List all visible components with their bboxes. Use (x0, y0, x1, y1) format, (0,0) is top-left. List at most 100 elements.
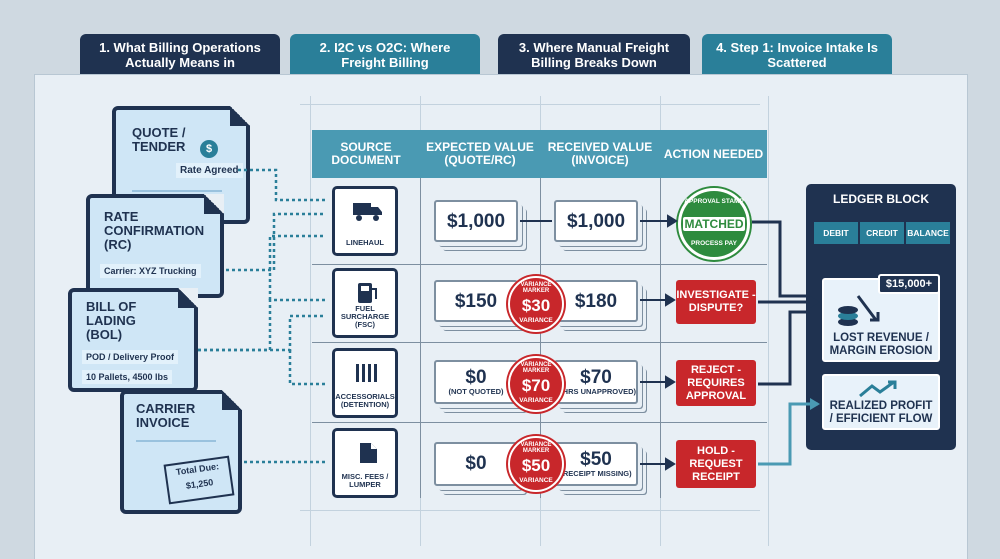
value-text: $1,000 (566, 211, 626, 232)
value-text: $180 (574, 291, 618, 312)
value-text: $0 (465, 453, 487, 474)
source-label: FUEL SURCHARGE (FSC) (340, 304, 390, 329)
variance-marker-fsc: VARIANCE MARKER $30 VARIANCE (508, 276, 564, 332)
pod-note: POD / Delivery Proof (82, 350, 179, 364)
grid-line (300, 510, 760, 511)
ledger-col-balance: BALANCE (906, 222, 950, 244)
col-text: DEBIT (823, 228, 849, 238)
expected-value-misc: $0 (434, 442, 518, 486)
connector-bol-fsc-2 (198, 314, 326, 352)
fuel-pump-icon (358, 283, 377, 303)
tab-label: 3. Where Manual Freight Billing Breaks D… (518, 40, 670, 70)
column-divider (660, 178, 661, 498)
col-text: BALANCE (907, 228, 949, 238)
doc-line (132, 190, 222, 192)
carrier-invoice-title: CARRIER INVOICE (136, 401, 196, 430)
action-text: INVESTIGATE - DISPUTE? (676, 289, 756, 314)
tab-i2c-vs-o2c[interactable]: 2. I2C vs O2C: Where Freight Billing (290, 34, 480, 80)
grid-line (768, 96, 769, 546)
connector-bol-accessorials (288, 350, 326, 386)
pallets-note: 10 Pallets, 4500 lbs (82, 370, 173, 384)
rate-confirmation-doc[interactable] (86, 194, 224, 298)
variance-amount: $50 (521, 456, 551, 475)
rate-confirmation-title: RATE CONFIRMATION (RC) (104, 209, 205, 252)
action-investigate[interactable]: INVESTIGATE - DISPUTE? (676, 280, 756, 324)
variance-label: VARIANCE (519, 317, 553, 324)
variance-amount: $30 (521, 296, 551, 315)
realized-profit-card: REALIZED PROFIT / EFFICIENT FLOW (822, 374, 940, 430)
received-value-misc: $50(RECEIPT MISSING) (554, 442, 638, 486)
variance-title: VARIANCE MARKER (520, 282, 552, 294)
value-text: $150 (454, 291, 498, 312)
arrowhead (665, 375, 676, 389)
expected-value-accessorials: $0(NOT QUOTED) (434, 360, 518, 404)
connector-bol-linehaul (268, 234, 326, 300)
header-text: SOURCE DOCUMENT (331, 140, 401, 167)
coins-down-icon (838, 295, 880, 326)
stamp-top-text: APPROVAL STAMP (684, 198, 744, 205)
connector-bol-fsc (198, 298, 326, 352)
lost-revenue-card: $15,000+ LOST REVENUE / MARGIN EROSION (822, 274, 940, 362)
action-text: HOLD - REQUEST RECEIPT (689, 444, 743, 483)
action-reject[interactable]: REJECT - REQUIRES APPROVAL (676, 360, 756, 406)
quote-tender-title: QUOTE / TENDER (132, 125, 186, 154)
value-note: (RECEIPT MISSING) (560, 469, 632, 478)
loss-label: LOST REVENUE / MARGIN EROSION (829, 332, 933, 357)
header-text: RECEIVED VALUE (INVOICE) (547, 140, 653, 167)
grid-line (300, 104, 760, 105)
source-label: MISC. FEES / LUMPER (341, 472, 389, 489)
tab-billing-operations[interactable]: 1. What Billing Operations Actually Mean… (80, 34, 280, 80)
action-hold[interactable]: HOLD - REQUEST RECEIPT (676, 440, 756, 488)
approval-stamp: APPROVAL STAMP MATCHED PROCESS PAY (678, 188, 750, 260)
value-text: $50 (580, 449, 612, 470)
ledger-title: LEDGER BLOCK (833, 192, 929, 206)
truck-icon (353, 203, 382, 221)
col-text: CREDIT (866, 228, 898, 238)
variance-marker-misc: VARIANCE MARKER $50 VARIANCE (508, 436, 564, 492)
variance-label: VARIANCE (519, 477, 553, 484)
variance-label: VARIANCE (519, 397, 553, 404)
tab-label: 2. I2C vs O2C: Where Freight Billing (319, 40, 451, 70)
stamp-matched-text: MATCHED (683, 217, 745, 231)
row-divider (312, 422, 767, 423)
fuel-surcharge-card[interactable]: FUEL SURCHARGE (FSC) (332, 268, 398, 338)
flow-reject-to-ledger (758, 310, 818, 386)
header-action-needed: ACTION NEEDED (660, 130, 767, 178)
value-text: $70 (580, 367, 612, 388)
variance-title: VARIANCE MARKER (520, 442, 552, 454)
header-received-value: RECEIVED VALUE (INVOICE) (540, 130, 660, 178)
ledger-col-debit: DEBIT (814, 222, 858, 244)
header-text: ACTION NEEDED (663, 146, 764, 161)
grid-line (310, 96, 311, 546)
tab-manual-billing[interactable]: 3. Where Manual Freight Billing Breaks D… (498, 34, 690, 80)
flow-matched-to-ledger (752, 220, 818, 298)
arrowhead (810, 398, 820, 410)
received-value-fsc: $180 (554, 280, 638, 322)
value-text: $0 (465, 367, 487, 388)
received-value-linehaul: $1,000 (554, 200, 638, 242)
arrowhead (665, 293, 676, 307)
value-note: (NOT QUOTED) (448, 387, 504, 396)
arrowhead (665, 457, 676, 471)
row-divider (312, 264, 767, 265)
accessorials-card[interactable]: ACCESSORIALS (DETENTION) (332, 348, 398, 418)
trend-up-icon (859, 380, 897, 398)
linehaul-card[interactable]: LINEHAUL (332, 186, 398, 256)
doc-line (136, 440, 216, 442)
variance-title: VARIANCE MARKER (520, 362, 552, 374)
column-divider (420, 178, 421, 498)
value-text: $1,000 (446, 211, 506, 232)
flow-hold-to-profit (758, 402, 818, 466)
header-text: EXPECTED VALUE (QUOTE/RC) (426, 140, 534, 167)
misc-fees-card[interactable]: MISC. FEES / LUMPER (332, 428, 398, 498)
carrier-note: Carrier: XYZ Trucking (100, 264, 201, 278)
rate-agreed-note: Rate Agreed (176, 163, 243, 178)
barcode-icon (356, 364, 377, 382)
action-text: REJECT - REQUIRES APPROVAL (685, 363, 747, 402)
connector-quote (238, 168, 326, 202)
arrowhead (667, 214, 678, 228)
header-expected-value: EXPECTED VALUE (QUOTE/RC) (420, 130, 540, 178)
tab-invoice-intake[interactable]: 4. Step 1: Invoice Intake Is Scattered (702, 34, 892, 80)
connector-rc (226, 212, 326, 272)
